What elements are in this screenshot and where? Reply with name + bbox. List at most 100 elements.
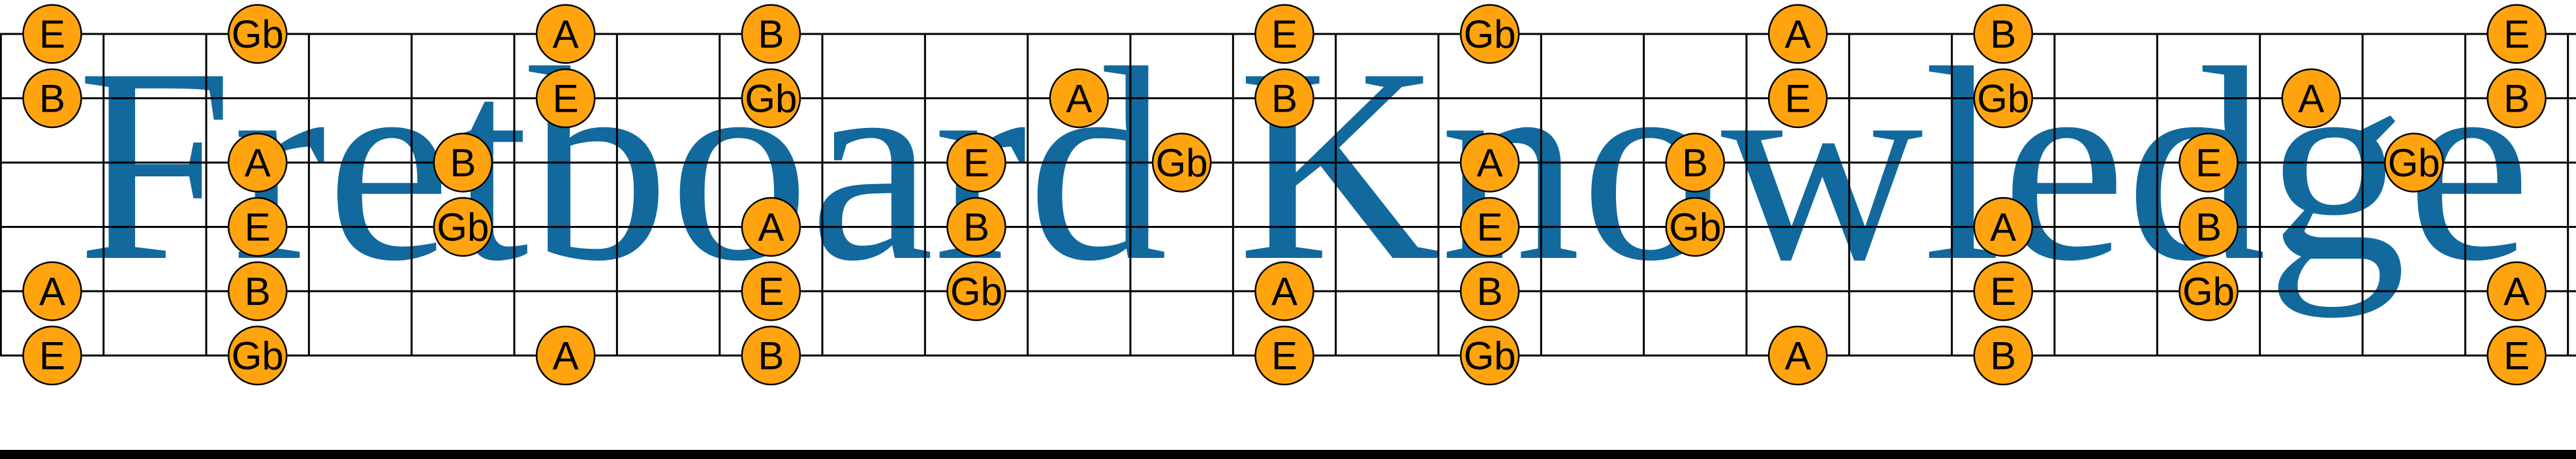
note-label: A (1066, 77, 1092, 121)
note-label: B (758, 12, 784, 56)
note-circle (2179, 197, 2239, 257)
note-label: A (1477, 141, 1503, 185)
note-label: B (39, 77, 65, 121)
note-label: A (758, 206, 784, 249)
note-label: A (553, 12, 579, 56)
note-circle (22, 261, 82, 321)
note-label: E (2504, 334, 2530, 378)
note-label: Gb (2388, 141, 2440, 185)
note-circle (741, 261, 801, 321)
note-circle (1459, 133, 1520, 193)
note-circle (1767, 4, 1828, 64)
note-circle (22, 325, 82, 386)
note-label: A (1785, 334, 1811, 378)
note-label: A (245, 141, 271, 185)
note-circle (2179, 261, 2239, 321)
note-circle (1459, 261, 1520, 321)
note-label: Gb (437, 206, 489, 249)
note-label: A (2504, 270, 2530, 313)
note-label: E (1271, 334, 1297, 378)
note-circle (1151, 133, 1212, 193)
note-circle (946, 197, 1006, 257)
note-circle (2487, 4, 2547, 64)
note-label: B (758, 334, 784, 378)
note-label: B (2504, 77, 2530, 121)
bottom-bar (0, 450, 2576, 459)
note-label: A (39, 270, 65, 313)
note-label: A (1271, 270, 1297, 313)
note-circle (1459, 325, 1520, 386)
note-circle (1973, 68, 2034, 129)
note-circle (535, 325, 596, 386)
note-label: Gb (1669, 206, 1721, 249)
note-label: Gb (232, 12, 284, 56)
note-circle (1767, 325, 1828, 386)
note-circle (1973, 325, 2034, 386)
note-label: B (1477, 270, 1503, 313)
note-circle (2487, 261, 2547, 321)
note-label: Gb (1464, 12, 1516, 56)
note-label: Gb (950, 270, 1002, 313)
note-label: B (1990, 334, 2016, 378)
note-label: E (1785, 77, 1811, 121)
note-circle (1254, 4, 1314, 64)
note-circle (2179, 133, 2239, 193)
note-label: E (553, 77, 579, 121)
note-circle (2383, 133, 2444, 193)
note-label: E (1271, 12, 1297, 56)
note-circle (227, 133, 288, 193)
note-circle (535, 68, 596, 129)
note-label: A (1785, 12, 1811, 56)
note-circle (2281, 68, 2342, 129)
note-circle (1459, 197, 1520, 257)
note-label: A (2298, 77, 2324, 121)
note-circle (2487, 68, 2547, 129)
note-circle (946, 133, 1006, 193)
note-label: B (1682, 141, 1708, 185)
note-circle (1767, 68, 1828, 129)
note-label: E (245, 206, 271, 249)
note-label: Gb (232, 334, 284, 378)
note-label: E (758, 270, 784, 313)
note-label: E (39, 12, 65, 56)
note-label: E (2196, 141, 2222, 185)
note-circle (227, 4, 288, 64)
note-label: Gb (1464, 334, 1516, 378)
note-label: Gb (745, 77, 797, 121)
note-label: Gb (2182, 270, 2235, 313)
note-markers: EBAEGbAEBGbBGbAEABGbAEBEBGbAGbEBAEGbAEBG… (22, 4, 2547, 386)
note-circle (1459, 4, 1520, 64)
note-circle (227, 261, 288, 321)
note-label: B (245, 270, 271, 313)
note-circle (227, 325, 288, 386)
note-circle (741, 68, 801, 129)
note-label: E (1990, 270, 2016, 313)
note-circle (1254, 261, 1314, 321)
note-circle (741, 197, 801, 257)
note-circle (433, 133, 493, 193)
note-circle (1973, 197, 2034, 257)
note-label: B (963, 206, 989, 249)
note-label: E (2504, 12, 2530, 56)
note-label: E (39, 334, 65, 378)
note-circle (1973, 261, 2034, 321)
note-circle (1254, 325, 1314, 386)
note-circle (1049, 68, 1110, 129)
note-label: E (1477, 206, 1503, 249)
fret-lines (0, 34, 2569, 356)
note-circle (946, 261, 1006, 321)
note-circle (433, 197, 493, 257)
note-label: B (1990, 12, 2016, 56)
note-label: E (963, 141, 989, 185)
note-label: A (553, 334, 579, 378)
note-label: A (1990, 206, 2016, 249)
note-label: B (450, 141, 476, 185)
note-circle (1254, 68, 1314, 129)
note-circle (22, 4, 82, 64)
note-circle (741, 325, 801, 386)
note-circle (535, 4, 596, 64)
note-label: B (1271, 77, 1297, 121)
note-circle (1665, 197, 1726, 257)
